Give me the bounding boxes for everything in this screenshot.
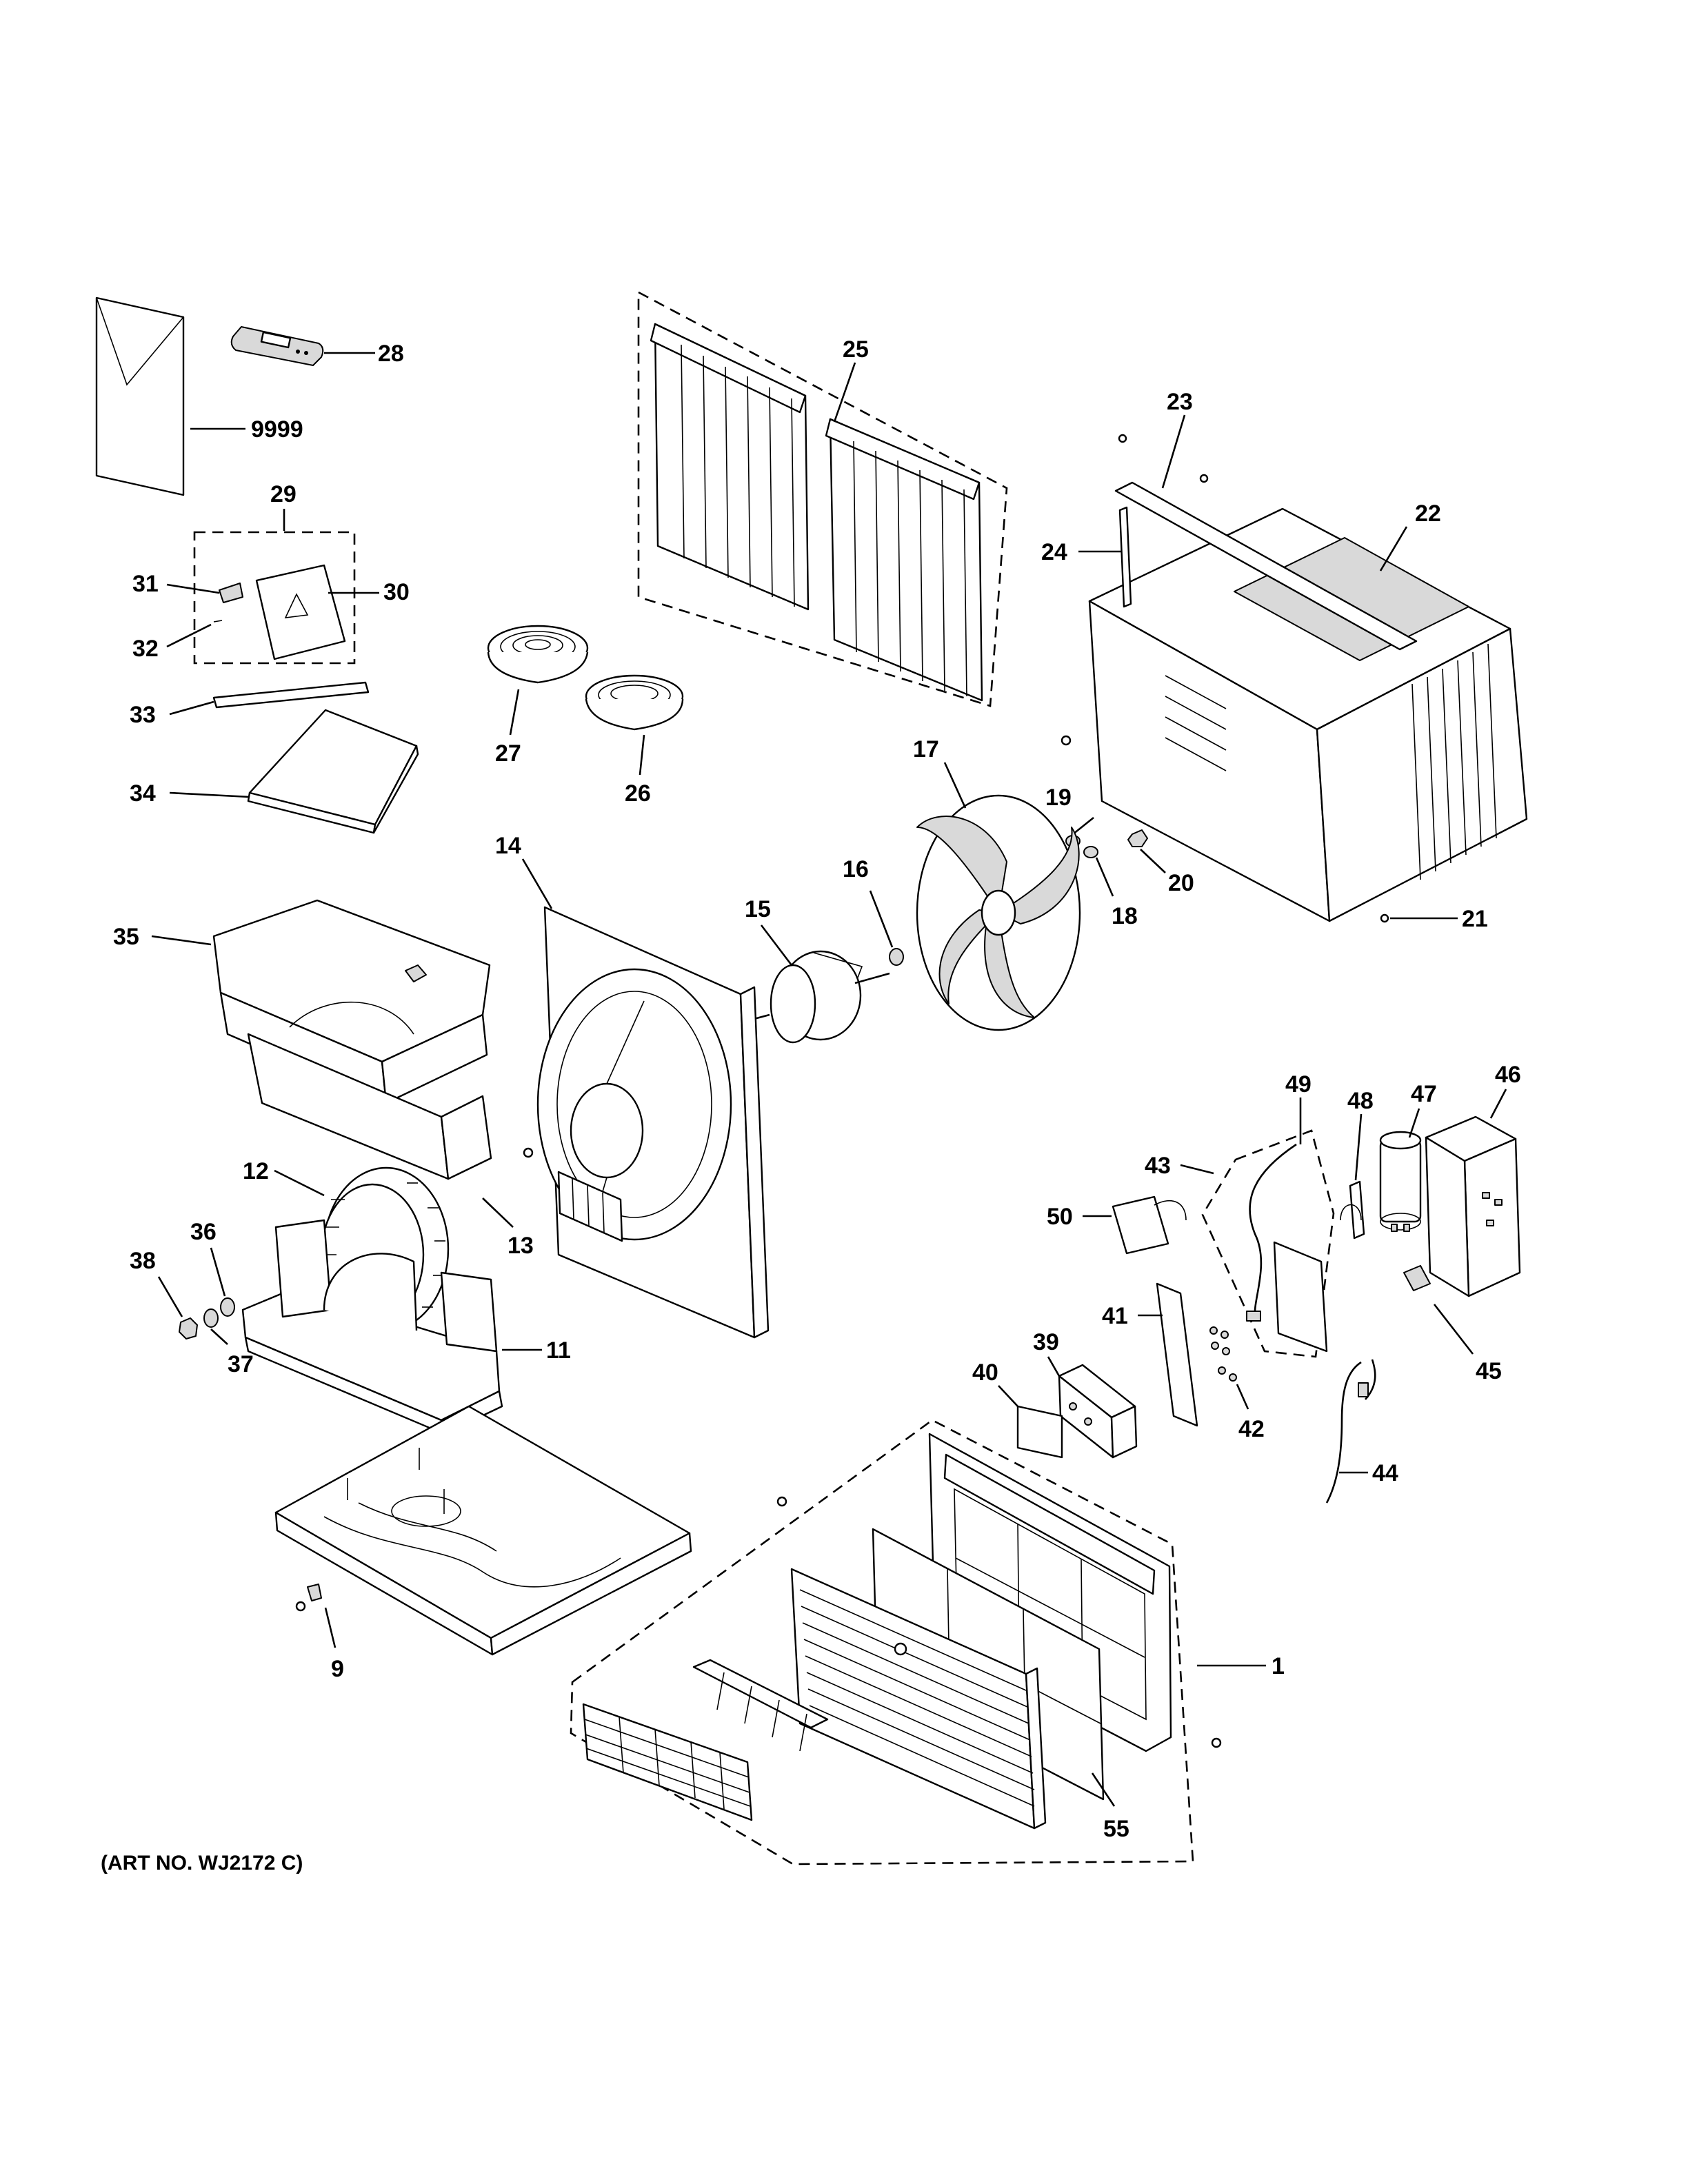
part-control-board-43 bbox=[1273, 1241, 1328, 1353]
part-top-rail bbox=[1114, 481, 1418, 651]
callout-32: 32 bbox=[132, 636, 159, 662]
part-nut-38 bbox=[179, 1317, 198, 1339]
callout-42: 42 bbox=[1238, 1416, 1265, 1442]
part-label-40 bbox=[1016, 1405, 1063, 1459]
callout-14: 14 bbox=[495, 833, 521, 859]
callout-24: 24 bbox=[1041, 539, 1067, 565]
part-capacitor bbox=[1379, 1131, 1422, 1232]
part-scroll-housing bbox=[241, 1219, 503, 1435]
callout-31: 31 bbox=[132, 571, 159, 597]
part-louver-frame bbox=[692, 1659, 829, 1752]
part-clip bbox=[295, 1584, 322, 1612]
callout-37: 37 bbox=[228, 1351, 254, 1377]
part-side-curtain-right bbox=[825, 418, 983, 702]
callout-49: 49 bbox=[1285, 1071, 1312, 1098]
callout-28: 28 bbox=[378, 341, 404, 367]
part-cabinet bbox=[1088, 507, 1528, 922]
part-washer-18 bbox=[1083, 846, 1098, 858]
callout-45: 45 bbox=[1476, 1358, 1502, 1384]
part-damper-26 bbox=[585, 674, 684, 731]
callout-9999: 9999 bbox=[251, 416, 303, 443]
callout-44: 44 bbox=[1372, 1460, 1398, 1486]
callout-17: 17 bbox=[913, 736, 939, 762]
callout-13: 13 bbox=[508, 1233, 534, 1259]
callout-18: 18 bbox=[1112, 903, 1138, 929]
callout-20: 20 bbox=[1168, 870, 1194, 896]
part-control-box bbox=[1425, 1115, 1521, 1297]
callout-50: 50 bbox=[1047, 1204, 1073, 1230]
part-foam-strip bbox=[212, 681, 370, 709]
art-number: (ART NO. WJ2172 C) bbox=[101, 1852, 303, 1874]
callout-26: 26 bbox=[625, 780, 651, 807]
callout-43: 43 bbox=[1145, 1153, 1171, 1179]
callout-55: 55 bbox=[1103, 1816, 1129, 1842]
part-side-rail bbox=[1118, 506, 1132, 608]
callout-41: 41 bbox=[1102, 1303, 1128, 1329]
part-screws-42 bbox=[1209, 1326, 1237, 1382]
part-kit-bag bbox=[255, 564, 346, 660]
callout-48: 48 bbox=[1347, 1088, 1374, 1114]
part-louver-vane bbox=[582, 1703, 753, 1821]
part-foam-panel bbox=[247, 709, 419, 834]
callout-16: 16 bbox=[843, 856, 869, 882]
callout-22: 22 bbox=[1415, 501, 1441, 527]
part-remote-board bbox=[1058, 1364, 1138, 1459]
part-switch bbox=[1403, 1265, 1431, 1291]
callout-9: 9 bbox=[331, 1656, 344, 1682]
part-washer-37 bbox=[203, 1308, 219, 1328]
callout-35: 35 bbox=[113, 924, 139, 950]
callout-47: 47 bbox=[1411, 1081, 1437, 1107]
part-display-board bbox=[1112, 1195, 1187, 1255]
part-board-bracket bbox=[1156, 1282, 1198, 1427]
part-fan-motor bbox=[748, 950, 890, 1044]
part-front-grille bbox=[790, 1568, 1047, 1830]
part-wire-harness bbox=[1246, 1143, 1297, 1322]
callout-30: 30 bbox=[383, 579, 410, 605]
part-front-frame bbox=[928, 1433, 1172, 1752]
part-kit-bracket bbox=[219, 583, 243, 603]
part-air-duct bbox=[212, 899, 492, 1180]
callout-33: 33 bbox=[130, 702, 156, 728]
part-washer-16 bbox=[889, 948, 904, 966]
callout-21: 21 bbox=[1462, 906, 1488, 932]
callout-39: 39 bbox=[1033, 1329, 1059, 1355]
part-side-curtain-left bbox=[650, 323, 810, 611]
callout-1: 1 bbox=[1272, 1653, 1285, 1679]
part-shroud bbox=[536, 906, 770, 1339]
part-fan-blade bbox=[916, 794, 1081, 1031]
part-power-cord bbox=[1325, 1359, 1376, 1504]
callout-34: 34 bbox=[130, 780, 156, 807]
callout-36: 36 bbox=[190, 1219, 217, 1245]
callout-11: 11 bbox=[546, 1337, 571, 1364]
part-washer-36 bbox=[220, 1297, 235, 1317]
part-base-pan bbox=[274, 1405, 692, 1656]
part-remote-control bbox=[230, 326, 324, 366]
callout-19: 19 bbox=[1045, 785, 1072, 811]
callout-25: 25 bbox=[843, 336, 869, 363]
callout-40: 40 bbox=[972, 1359, 998, 1386]
part-clamp bbox=[1340, 1180, 1365, 1240]
part-nut-20 bbox=[1127, 829, 1148, 847]
callout-38: 38 bbox=[130, 1248, 156, 1274]
callout-29: 29 bbox=[270, 481, 297, 507]
callout-23: 23 bbox=[1167, 389, 1193, 415]
callout-15: 15 bbox=[745, 896, 771, 922]
part-manual-envelope bbox=[95, 296, 185, 496]
callout-46: 46 bbox=[1495, 1062, 1521, 1088]
callout-27: 27 bbox=[495, 740, 521, 767]
callout-12: 12 bbox=[243, 1158, 269, 1184]
part-damper-27 bbox=[487, 625, 589, 684]
